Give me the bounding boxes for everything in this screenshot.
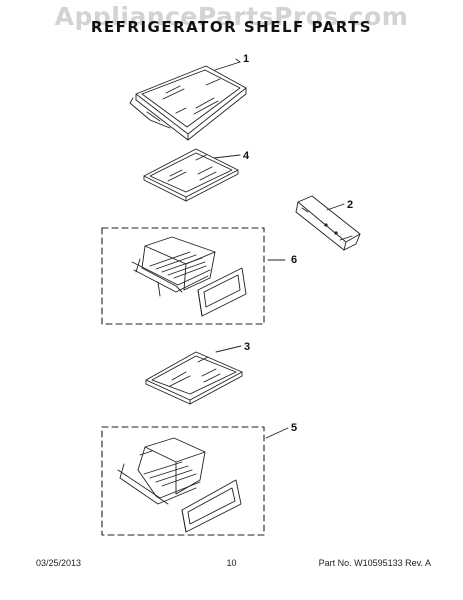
callout-6: 6 (291, 254, 297, 266)
callout-4: 4 (243, 150, 250, 162)
leader-line-1 (214, 61, 241, 71)
callout-2: 2 (347, 199, 353, 211)
part-1-glass-shelf (129, 65, 247, 141)
part-3-glass-shelf (145, 351, 243, 405)
part-2-bracket (295, 195, 361, 251)
callout-3: 3 (244, 341, 250, 353)
leader-line-5 (265, 427, 289, 439)
part-5-drawer-front (181, 479, 242, 533)
leader-arrow-1 (235, 58, 241, 63)
leader-line-3 (215, 345, 242, 353)
part-5-dashed-group-box (101, 426, 265, 536)
part-6-crisper-drawer (131, 236, 216, 297)
part-5-crisper-drawer (117, 437, 206, 505)
page-title: REFRIGERATOR SHELF PARTS (90, 18, 373, 36)
watermark-text: AppliancePartsPros.com (54, 2, 409, 31)
callout-5: 5 (291, 422, 297, 434)
part-4-glass-insert (143, 148, 239, 202)
footer-date: 03/25/2013 (36, 558, 82, 568)
leader-line-4 (213, 154, 241, 159)
part-6-drawer-front (197, 267, 247, 317)
part-6-dashed-group-box (101, 227, 265, 325)
callout-1: 1 (243, 53, 249, 65)
leader-line-2 (326, 203, 345, 211)
footer-part-number: Part No. W10595133 Rev. A (318, 558, 431, 568)
footer-page-number: 10 (226, 558, 237, 568)
